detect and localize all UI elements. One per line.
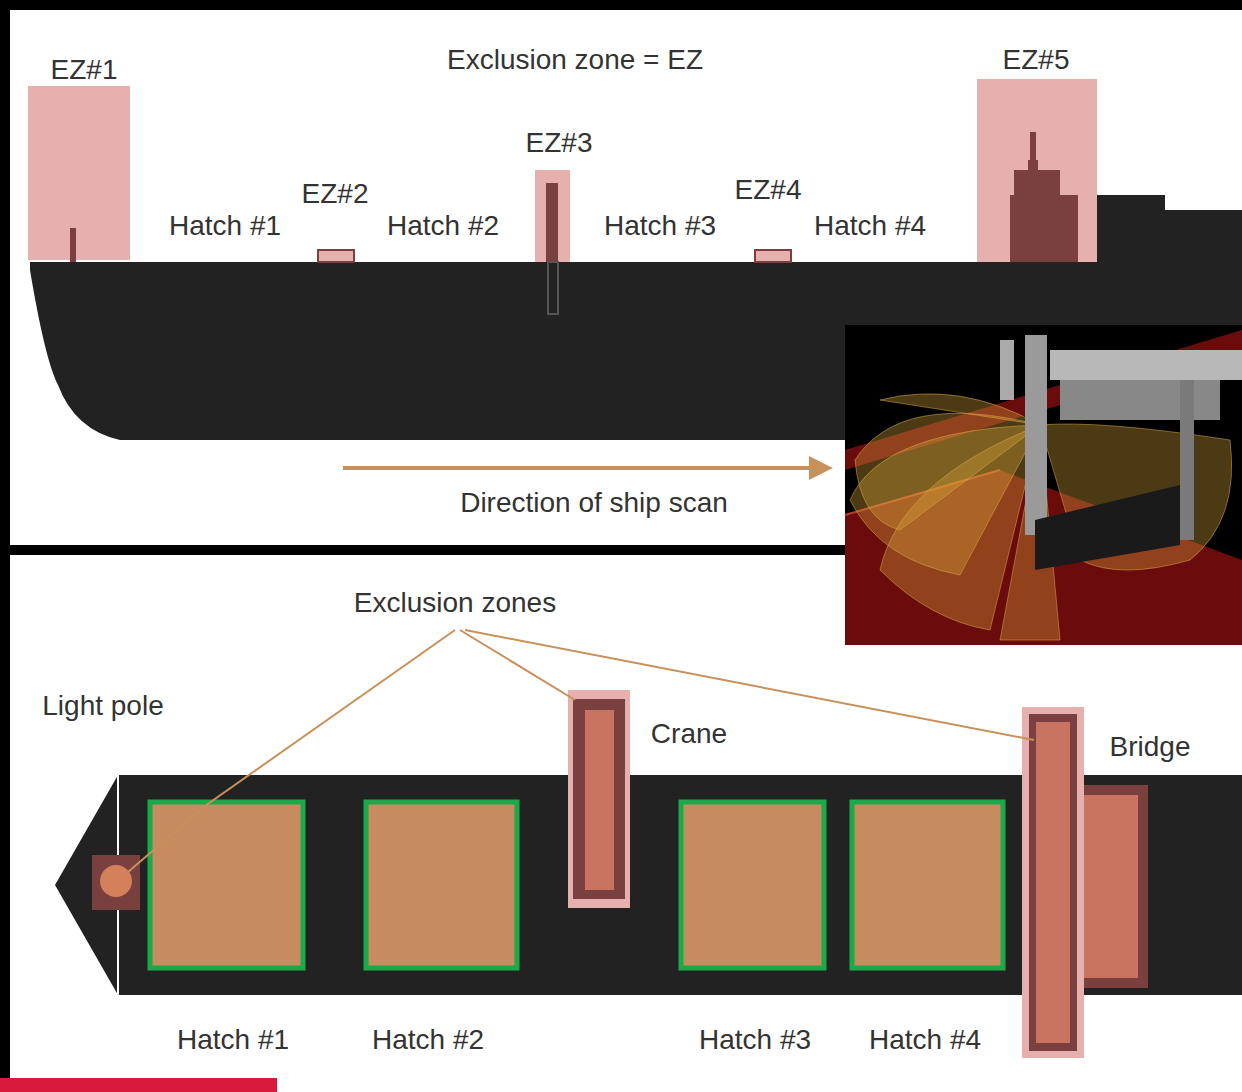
leader-lines	[128, 630, 1034, 872]
crane-post-below-deck	[548, 262, 558, 314]
superstructure	[1165, 210, 1242, 265]
superstructure	[1097, 195, 1165, 265]
part-label: Hatch #2	[387, 209, 499, 243]
part-label: Exclusion zone = EZ	[447, 43, 703, 77]
bridge-deckhouse	[1084, 795, 1138, 978]
bridge	[1036, 722, 1070, 1043]
crane	[585, 710, 614, 890]
part-label: Crane	[651, 717, 727, 751]
light-pole	[70, 228, 76, 262]
part-label: Hatch #1	[177, 1023, 289, 1057]
scanner-inset	[845, 325, 1242, 645]
part-label: EZ#5	[1003, 43, 1070, 77]
part-label: Hatch #1	[169, 209, 281, 243]
part-label: Hatch #4	[869, 1023, 981, 1057]
hatch	[852, 802, 1003, 968]
crane-post	[546, 183, 558, 262]
exclusion-zone	[568, 690, 630, 908]
part-label: EZ#1	[51, 53, 118, 87]
part-label: Bridge	[1110, 730, 1191, 764]
exclusion-zone	[535, 170, 570, 262]
ship-hull	[30, 262, 1242, 440]
bridge-zone	[1029, 714, 1077, 1051]
part-label: Hatch #4	[814, 209, 926, 243]
part-label: Hatch #3	[604, 209, 716, 243]
light-pole	[100, 865, 132, 897]
hatch	[150, 802, 303, 968]
exclusion-zone	[1022, 707, 1084, 1058]
part-label: Hatch #2	[372, 1023, 484, 1057]
exclusion-zone	[977, 79, 1097, 262]
exclusion-zone	[755, 250, 791, 262]
part-label: EZ#2	[302, 177, 369, 211]
footer-bar	[0, 1078, 277, 1092]
part-label: Direction of ship scan	[460, 486, 728, 520]
hatch	[681, 802, 824, 968]
bridge-structure	[1010, 132, 1078, 262]
crane-zone	[573, 699, 625, 899]
exclusion-zone	[28, 86, 130, 260]
part-label: EZ#4	[735, 173, 802, 207]
part-label: Exclusion zones	[354, 586, 556, 620]
part-label: Light pole	[42, 689, 163, 723]
scan-arrow	[343, 466, 828, 470]
part-label: EZ#3	[526, 126, 593, 160]
part-label: Hatch #3	[699, 1023, 811, 1057]
exclusion-zone	[318, 250, 354, 262]
light-pole-zone	[92, 855, 140, 910]
bridge-zone	[1084, 785, 1148, 988]
hatch	[366, 802, 517, 968]
